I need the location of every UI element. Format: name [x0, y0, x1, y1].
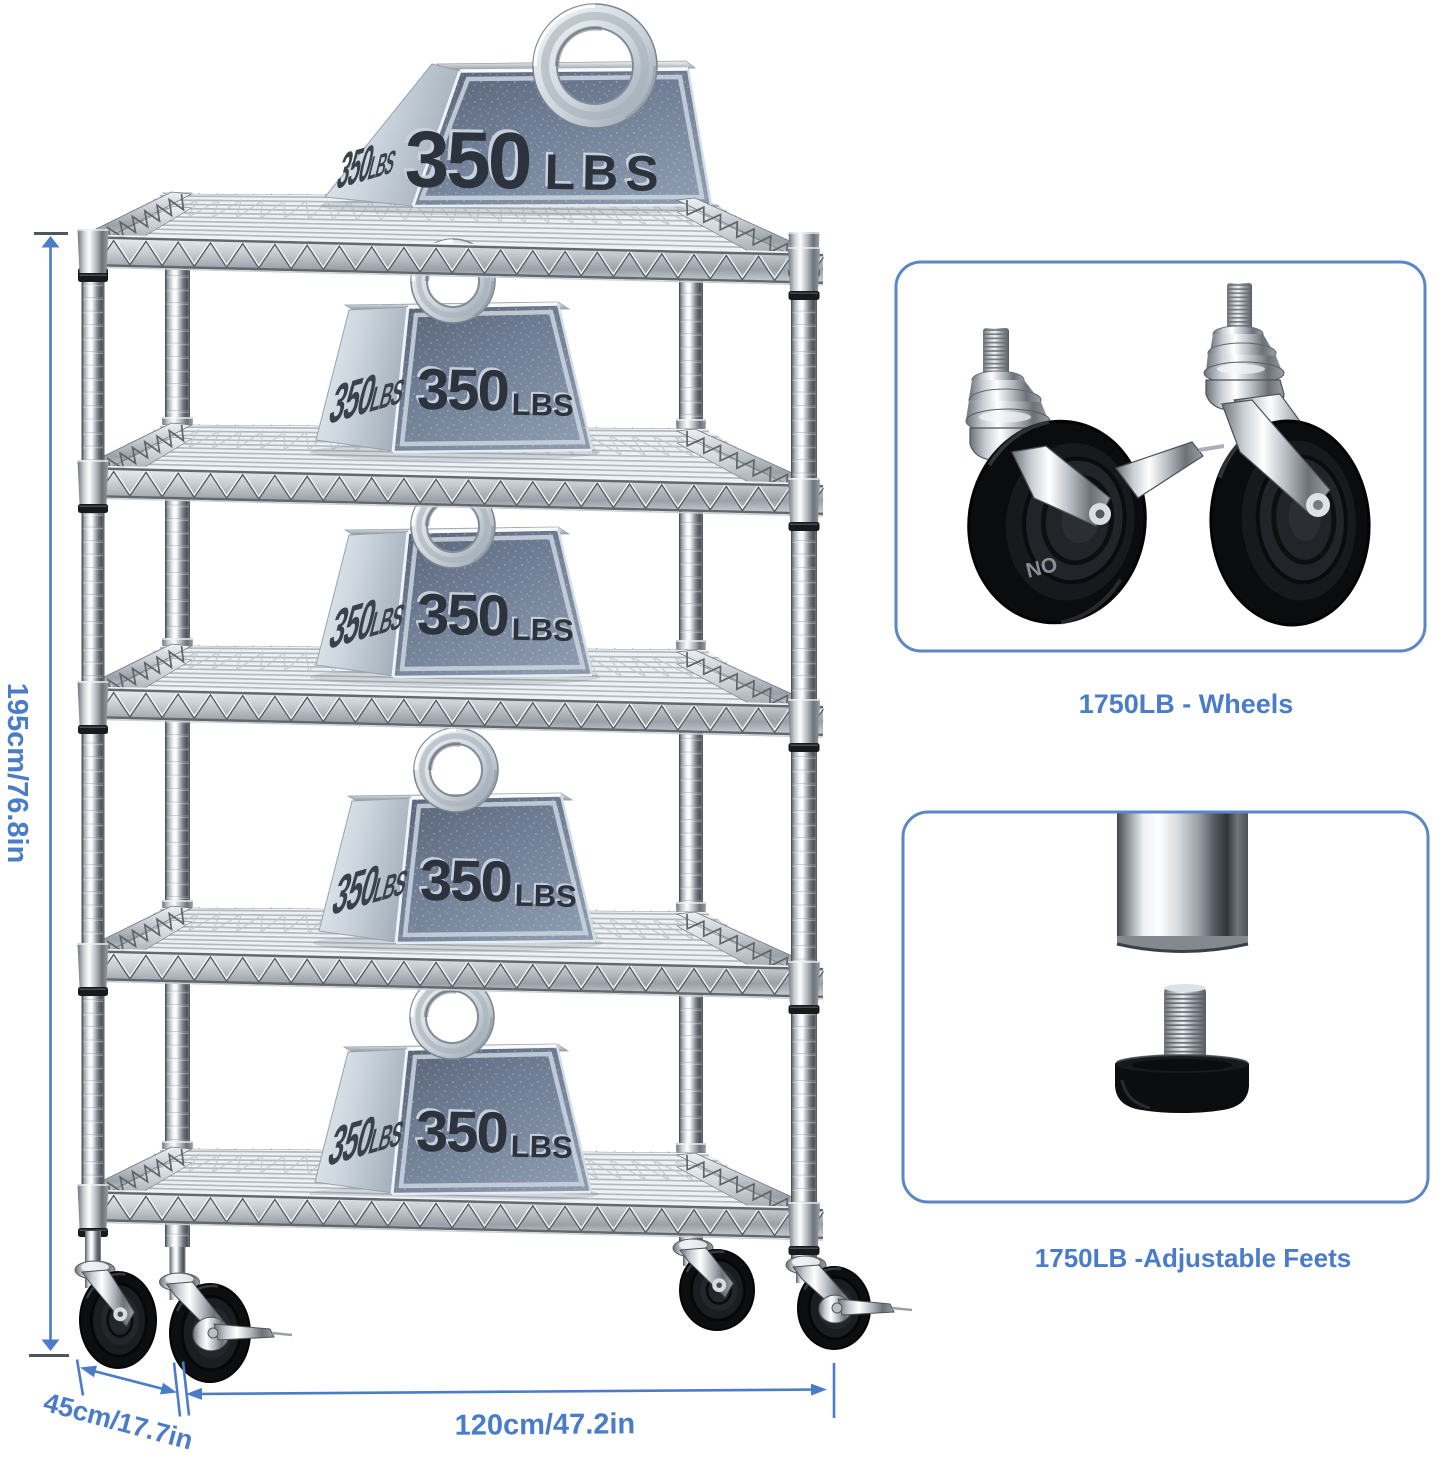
svg-text:LBS: LBS [511, 387, 574, 423]
svg-text:1750LB - Wheels: 1750LB - Wheels [1079, 689, 1294, 719]
svg-text:350: 350 [401, 111, 528, 202]
svg-text:LBS: LBS [509, 610, 572, 646]
svg-text:LBS: LBS [511, 612, 574, 648]
svg-text:LBS: LBS [542, 141, 664, 199]
svg-text:350: 350 [414, 354, 506, 421]
svg-text:LBS: LBS [508, 1127, 571, 1163]
svg-text:350: 350 [415, 1099, 507, 1166]
svg-text:350: 350 [413, 1096, 505, 1163]
svg-text:LBS: LBS [514, 878, 577, 914]
svg-text:350: 350 [404, 114, 531, 205]
svg-text:1750LB -Adjustable Feets: 1750LB -Adjustable Feets [1035, 1243, 1351, 1273]
svg-text:350: 350 [416, 582, 508, 649]
svg-text:350: 350 [419, 848, 511, 915]
svg-text:LBS: LBS [509, 385, 572, 421]
svg-text:350: 350 [414, 579, 506, 646]
svg-text:350: 350 [416, 357, 508, 424]
svg-text:350: 350 [417, 845, 509, 912]
svg-text:120cm/47.2in: 120cm/47.2in [454, 1408, 635, 1442]
svg-text:LBS: LBS [512, 876, 575, 912]
svg-text:LBS: LBS [544, 144, 666, 202]
svg-text:LBS: LBS [510, 1129, 573, 1165]
svg-text:195cm/76.8in: 195cm/76.8in [1, 683, 33, 864]
